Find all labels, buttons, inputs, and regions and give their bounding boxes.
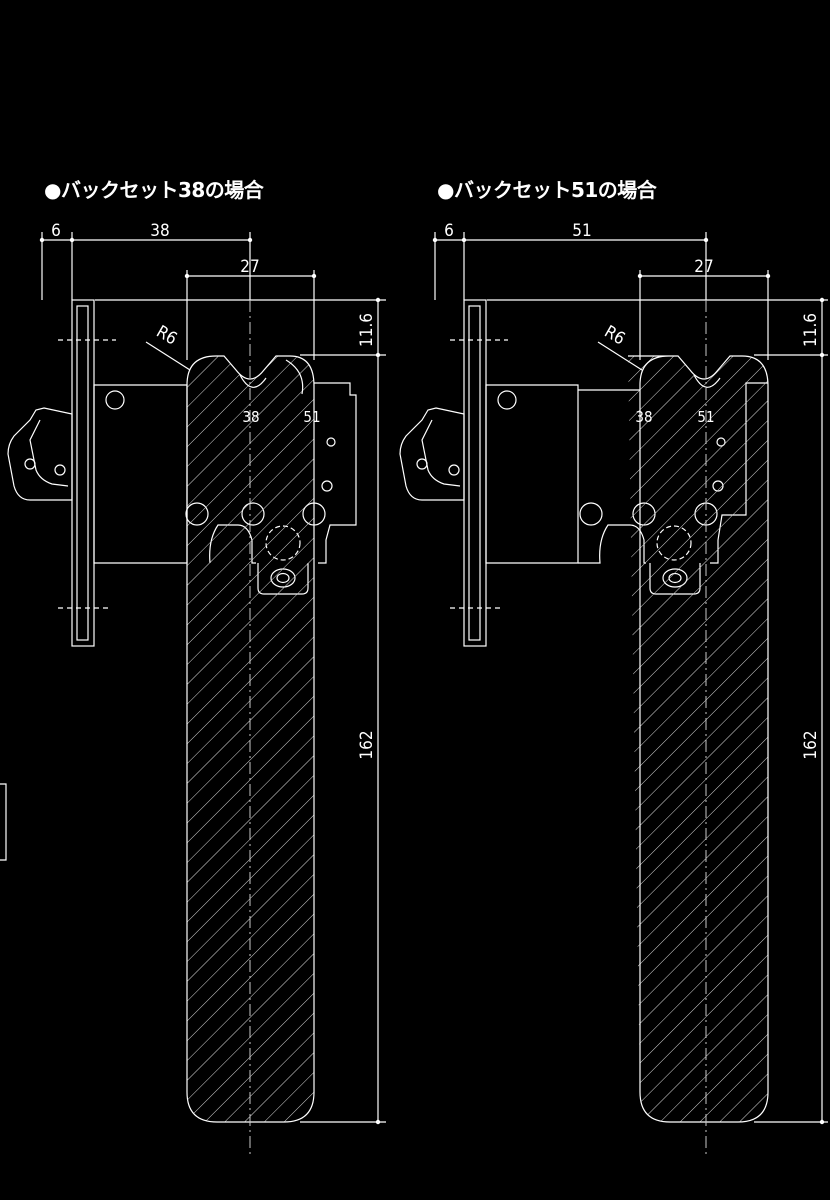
panel-backset-38 (7, 232, 386, 1155)
dimension-rose-offset (637, 270, 771, 360)
base-plate (93, 384, 188, 564)
dimension-handle-length (754, 355, 828, 1125)
label-latch: 6 (51, 221, 61, 241)
label-handle-length: 162 (801, 730, 821, 759)
label-mark-51: 51 (303, 408, 320, 426)
label-backset: 51 (572, 221, 591, 241)
dimension-latch-width (39, 232, 75, 300)
dimension-rose-offset (184, 270, 317, 360)
label-mark-51: 51 (697, 408, 714, 426)
lever-notch-detail (693, 374, 721, 388)
door-plate (71, 299, 95, 647)
latch-hook-inner (29, 419, 69, 487)
dimension-top-height (95, 297, 386, 358)
lever-handle (628, 355, 769, 1123)
label-mark-38: 38 (242, 408, 259, 426)
label-mark-38: 38 (635, 408, 652, 426)
dimension-top-height (487, 297, 828, 358)
door-plate-inner (76, 305, 89, 641)
panel-title-backset-38: ●バックセット38の場合 (44, 178, 264, 202)
latch-hook (7, 407, 73, 501)
label-rose-offset: 27 (240, 257, 259, 277)
radius-leader (145, 341, 191, 371)
label-radius: R6 (153, 322, 181, 350)
dimension-backset (464, 232, 709, 300)
lever-handle (186, 355, 315, 1123)
label-handle-length: 162 (357, 730, 377, 759)
door-plate (463, 299, 487, 647)
dimension-handle-length (300, 355, 386, 1125)
panel-backset-51 (399, 232, 828, 1155)
panel-title-backset-51: ●バックセット51の場合 (437, 178, 657, 202)
base-plate (485, 384, 579, 564)
label-backset: 38 (150, 221, 169, 241)
label-top-height: 11.6 (801, 313, 821, 347)
latch-hook (399, 407, 465, 501)
lever-notch-detail (239, 359, 304, 395)
edge-bracket-mark (0, 783, 7, 861)
dimension-latch-width (432, 232, 467, 300)
dimension-backset (72, 232, 253, 300)
label-radius: R6 (601, 322, 629, 350)
radius-leader (597, 341, 643, 371)
label-latch: 6 (444, 221, 454, 241)
label-top-height: 11.6 (357, 313, 377, 347)
label-rose-offset: 27 (694, 257, 713, 277)
latch-hook-inner (421, 419, 461, 487)
door-plate-inner (468, 305, 481, 641)
